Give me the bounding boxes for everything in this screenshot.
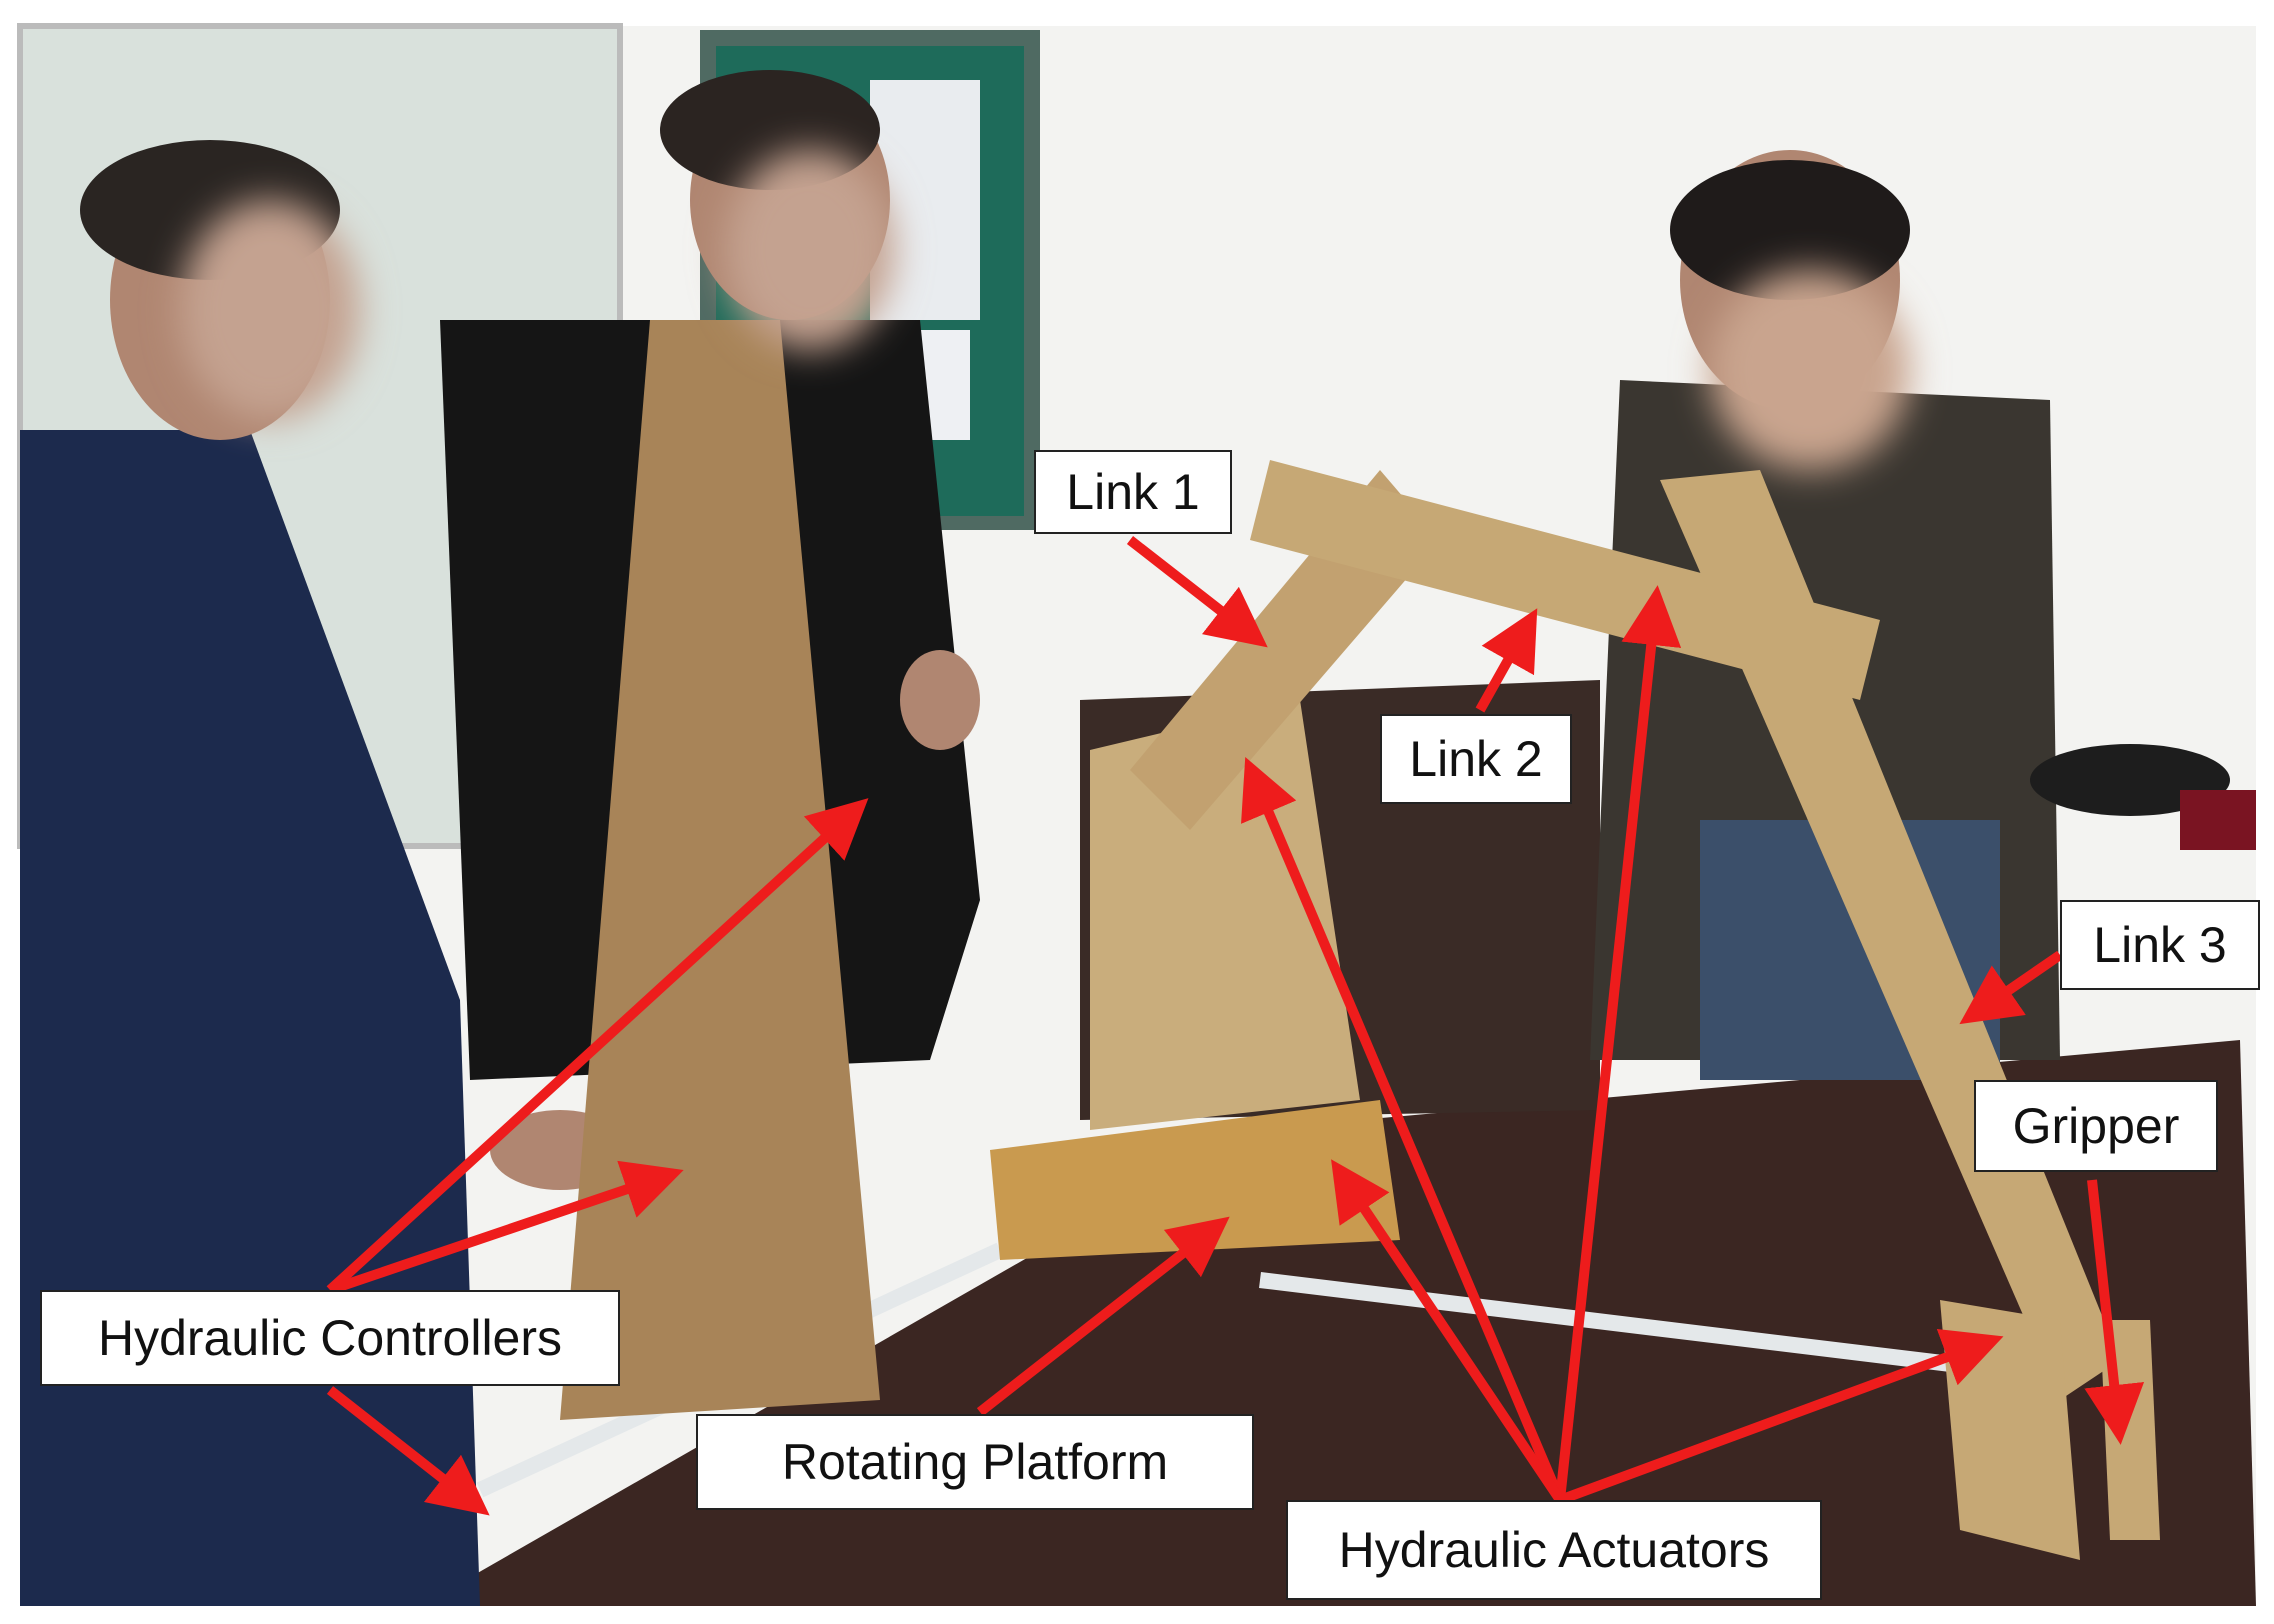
arrow-controllers-3 [326, 1386, 490, 1516]
person-middle [440, 70, 980, 1420]
arrow-link2 [1475, 608, 1538, 713]
arrow-link1 [1126, 536, 1268, 648]
label-link-1: Link 1 [1034, 450, 1232, 534]
label-gripper: Gripper [1974, 1080, 2218, 1172]
stool [2030, 744, 2256, 850]
annotation-arrows [326, 536, 2145, 1516]
label-link-2: Link 2 [1380, 714, 1572, 804]
label-link-3: Link 3 [2060, 900, 2260, 990]
arrow-platform [976, 1216, 1230, 1416]
arrow-link3 [1959, 950, 2063, 1025]
arrow-actuators-4 [1558, 1328, 2004, 1505]
label-hydraulic-actuators: Hydraulic Actuators [1286, 1500, 1822, 1600]
arrow-controllers-1 [326, 798, 869, 1294]
arrow-actuators-3 [1331, 1159, 1565, 1503]
arrow-controllers-2 [328, 1160, 684, 1295]
arrow-gripper [2084, 1179, 2145, 1445]
label-hydraulic-controllers: Hydraulic Controllers [40, 1290, 620, 1386]
label-rotating-platform: Rotating Platform [696, 1414, 1254, 1510]
arrow-actuators-2 [1555, 585, 1682, 1501]
arrow-actuators-1 [1241, 756, 1565, 1502]
